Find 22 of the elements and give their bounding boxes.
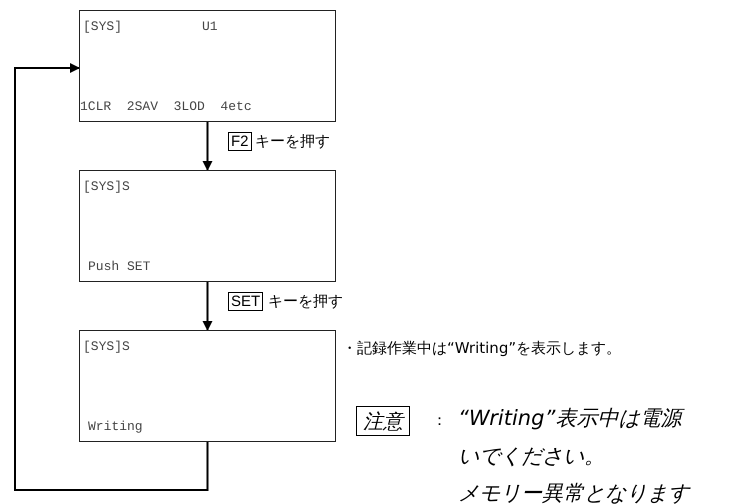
warning-text: メモリー異常となります: [458, 483, 689, 504]
arrow: [202, 122, 212, 171]
edge-label: キーを押す: [268, 294, 343, 309]
display-text: Push SET: [88, 259, 150, 274]
display-text: U1: [202, 19, 218, 34]
display-text: [SYS]S: [83, 339, 130, 354]
display-text: [SYS]S: [83, 179, 130, 194]
key-cap: F2: [228, 132, 252, 151]
display-screen: [79, 330, 336, 442]
note-text: ：: [432, 413, 447, 428]
warning-badge: 注意: [356, 406, 410, 436]
note-text: ・記録作業中は“Writing”を表示します。: [342, 341, 622, 356]
key-cap: SET: [228, 292, 264, 311]
display-text: [SYS]: [83, 19, 122, 34]
arrow: [202, 282, 212, 331]
display-screen: [79, 10, 336, 122]
display-text: Writing: [88, 419, 143, 434]
display-screen: [79, 170, 336, 282]
warning-text: いでください。: [458, 446, 605, 467]
arrow: [14, 63, 208, 491]
display-text: 1CLR 2SAV 3LOD 4etc: [80, 99, 252, 114]
edge-label: キーを押す: [255, 134, 330, 149]
